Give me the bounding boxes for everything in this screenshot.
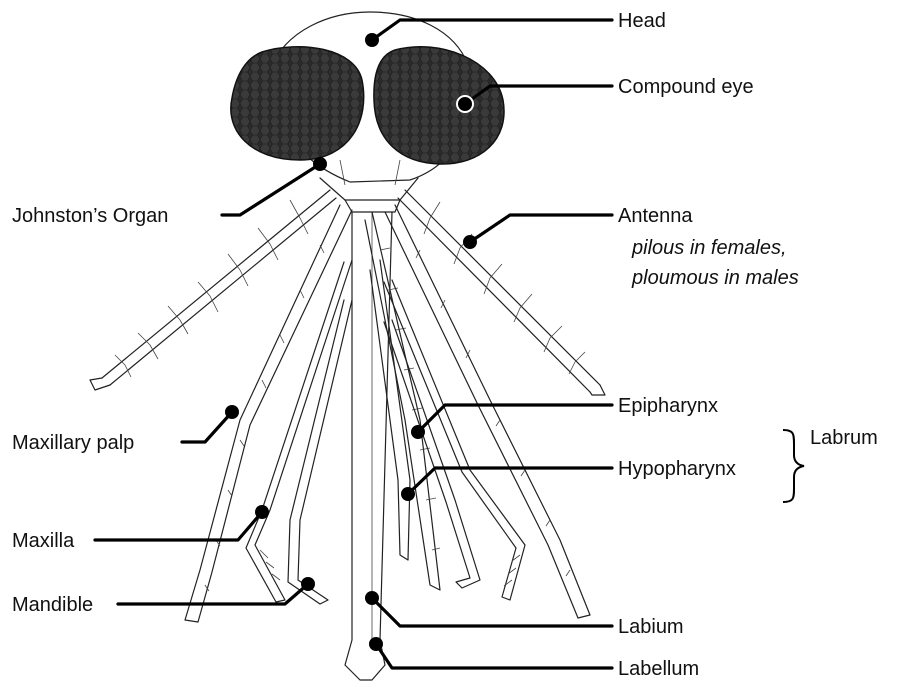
label-head: Head: [618, 11, 666, 31]
labrum-brace: [783, 430, 804, 502]
mandible-right: [384, 320, 480, 588]
label-compound-eye: Compound eye: [618, 77, 754, 97]
label-mandible: Mandible: [12, 595, 93, 615]
maxillary-palp-right: [385, 205, 590, 618]
label-labrum: Labrum: [810, 428, 878, 448]
label-epipharynx: Epipharynx: [618, 396, 718, 416]
compound-eye-right: [374, 47, 504, 164]
label-labellum: Labellum: [618, 659, 699, 679]
label-antenna-note-1: pilous in females,: [632, 238, 787, 258]
label-antenna-note-2: ploumous in males: [632, 268, 799, 288]
label-maxillary-palp: Maxillary palp: [12, 433, 134, 453]
hypopharynx: [370, 260, 410, 560]
label-labium: Labium: [618, 617, 684, 637]
mandible-left: [288, 300, 352, 604]
compound-eye-left: [231, 47, 364, 160]
epipharynx: [365, 212, 440, 590]
label-maxilla: Maxilla: [12, 531, 74, 551]
label-hypopharynx: Hypopharynx: [618, 459, 736, 479]
label-johnstons-organ: Johnston’s Organ: [12, 206, 168, 226]
maxillary-palp-left: [185, 205, 352, 622]
label-antenna: Antenna: [618, 206, 693, 226]
